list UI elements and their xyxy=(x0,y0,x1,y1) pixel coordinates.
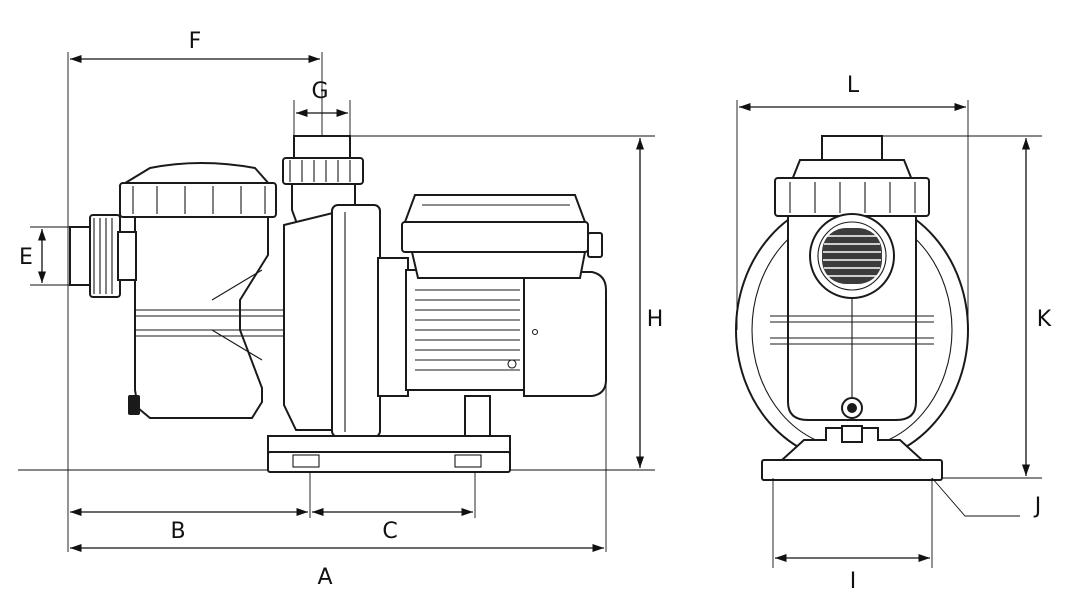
label-c: C xyxy=(382,519,397,544)
strainer-lid xyxy=(118,162,277,218)
label-b: B xyxy=(170,519,185,544)
strainer-housing xyxy=(128,214,284,419)
inlet-union xyxy=(69,214,137,298)
front-view: L K J I xyxy=(735,73,1052,594)
pump-volute xyxy=(283,204,381,438)
label-h: H xyxy=(647,307,664,332)
label-f: F xyxy=(189,29,202,54)
base-plate xyxy=(267,395,511,473)
label-k: K xyxy=(1037,307,1052,332)
label-a: A xyxy=(317,565,332,590)
label-l: L xyxy=(847,73,860,98)
inlet-port xyxy=(809,213,895,299)
side-view: F G E H B C A xyxy=(18,29,663,590)
front-strainer-lid xyxy=(774,177,930,217)
label-e: E xyxy=(19,245,33,270)
motor xyxy=(377,257,607,397)
label-g: G xyxy=(311,79,328,104)
label-j: J xyxy=(1033,494,1042,519)
front-base-plate xyxy=(761,459,943,481)
terminal-box xyxy=(401,194,603,279)
label-i: I xyxy=(850,569,857,594)
